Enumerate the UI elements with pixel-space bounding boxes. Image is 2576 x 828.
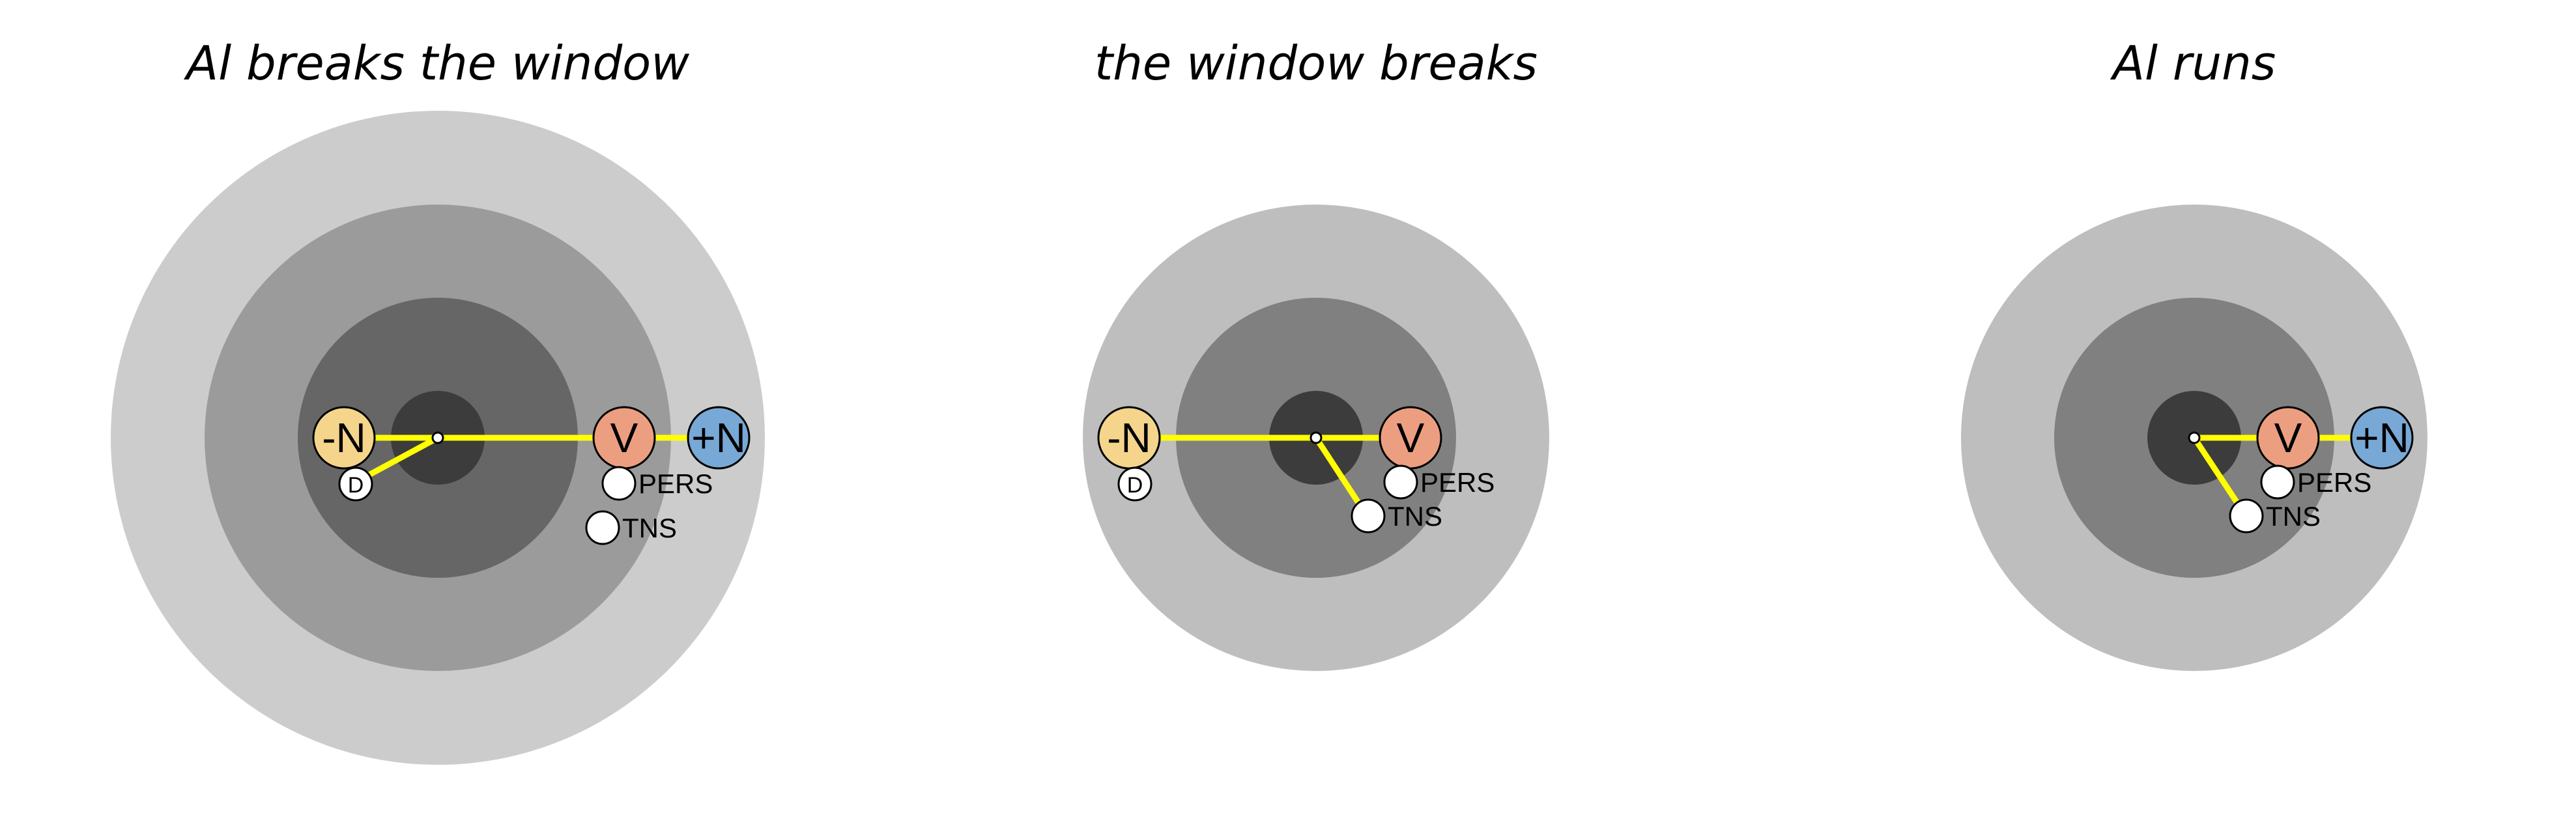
node-label: PERS: [1420, 467, 1495, 498]
node-label: D: [1127, 473, 1143, 498]
node-v: V: [592, 406, 656, 470]
node-label: PERS: [638, 468, 713, 499]
node-label: -N: [322, 414, 366, 461]
node-label: TNS: [622, 513, 677, 543]
panel-title: Al breaks the window: [184, 36, 689, 91]
node-label: +N: [2354, 414, 2409, 461]
node-label: PERS: [2297, 467, 2371, 498]
node-neg-n: -N: [1097, 406, 1161, 470]
center-point: [431, 431, 444, 444]
panel-unaccusative: the window breaks -N D V PERS TNS: [1083, 36, 1549, 671]
node-label: V: [1397, 414, 1425, 461]
node-label: V: [610, 414, 638, 461]
node-label: TNS: [1388, 501, 1442, 532]
node-pos-n: +N: [2350, 406, 2414, 470]
panel-title: Al runs: [2110, 36, 2276, 91]
node-pers: PERS: [601, 466, 713, 501]
node-pos-n: +N: [687, 406, 751, 470]
node-pers: PERS: [1383, 464, 1495, 500]
node-tns: TNS: [1351, 498, 1442, 534]
node-v: V: [2256, 406, 2320, 470]
node-tns: TNS: [2229, 498, 2321, 534]
node-label: D: [348, 473, 364, 498]
center-point: [1309, 431, 1323, 444]
link-tns: [1313, 435, 1369, 518]
panel-title: the window breaks: [1095, 36, 1538, 91]
center-point: [2188, 431, 2201, 444]
node-v: V: [1379, 406, 1442, 470]
node-pers: PERS: [2260, 464, 2371, 500]
node-tns: TNS: [585, 510, 677, 545]
panel-transitive: Al breaks the window -N D V +N: [111, 36, 765, 765]
node-d: D: [338, 466, 373, 502]
node-label: V: [2274, 414, 2302, 461]
node-label: -N: [1107, 414, 1151, 461]
panel-unergative: Al runs V +N PERS TNS: [1961, 36, 2427, 671]
node-d: D: [1117, 466, 1152, 502]
node-label: +N: [691, 414, 746, 461]
node-neg-n: -N: [312, 406, 376, 470]
node-label: TNS: [2266, 501, 2321, 532]
